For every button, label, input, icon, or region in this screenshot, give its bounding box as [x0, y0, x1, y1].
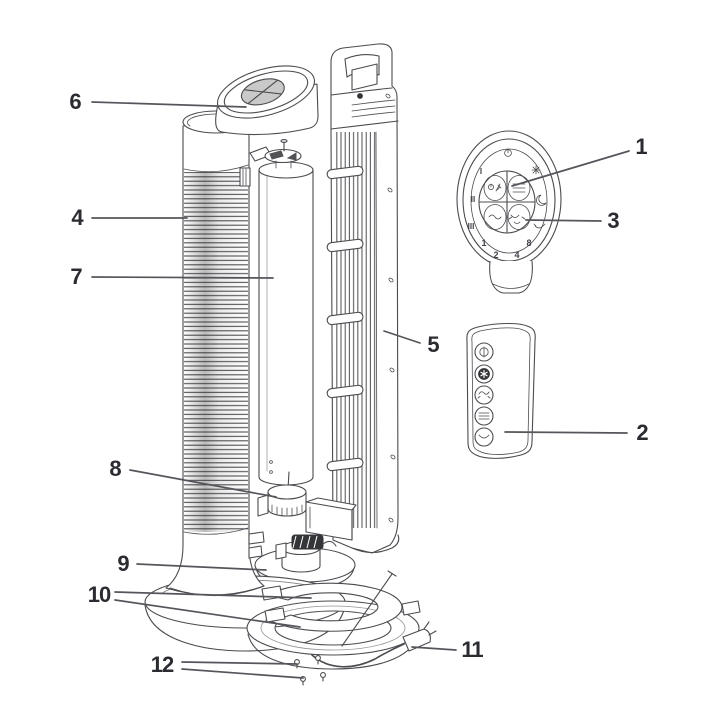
mode-icon: [478, 412, 490, 420]
grill-divider-pegs: [326, 165, 364, 472]
callout-7: 7: [70, 264, 82, 289]
power-speed-icon: [487, 183, 502, 192]
remote-button-timer: [474, 427, 494, 447]
power-cord: [311, 621, 437, 668]
motor-ribs: [271, 504, 303, 516]
callout-8: 8: [109, 456, 121, 481]
callout-10: 10: [87, 582, 112, 607]
motor-assembly: [257, 471, 357, 541]
screw: [315, 655, 321, 665]
latch-detail: [239, 167, 251, 187]
remote-button-power: [474, 342, 494, 362]
control-buttons-cluster: [478, 170, 536, 234]
control-panel-top-view: I II III 1 2 4 8: [456, 130, 562, 294]
remote-button-fan-speed: [474, 364, 494, 384]
leader-lines: [91, 101, 630, 679]
fan-impeller-cylinder: [249, 139, 314, 486]
callout-2: 2: [636, 420, 648, 445]
callout-4: 4: [71, 205, 83, 230]
callout-6: 6: [69, 89, 81, 114]
power-plug: [402, 621, 437, 652]
timer-icon: [478, 434, 490, 439]
timer-number-2: 2: [493, 250, 498, 260]
speed-mark-1: I: [480, 167, 482, 176]
oscillation-icon: [477, 391, 491, 399]
speed-mark-2: II: [471, 195, 475, 204]
oscillation-axle: [341, 573, 393, 647]
remote-button-oscillation: [474, 385, 494, 405]
screw: [320, 672, 326, 682]
impeller-top-bearing: [249, 139, 302, 169]
sun-icon: [531, 165, 541, 175]
callout-12: 12: [150, 652, 175, 677]
callout-9: 9: [117, 551, 129, 576]
power-icon: [479, 346, 489, 358]
timer-number-8: 8: [526, 238, 531, 248]
remote-control: [466, 322, 536, 459]
callout-11: 11: [461, 637, 483, 662]
screws: [294, 655, 326, 686]
callout-3: 3: [607, 208, 619, 233]
breeze-icon: [488, 214, 502, 220]
callout-1: 1: [635, 134, 647, 159]
moon-icon: [536, 194, 547, 206]
remote-button-mode: [474, 406, 494, 426]
front-grill-tower: [165, 110, 265, 597]
callout-5: 5: [427, 332, 439, 357]
power-icon: [504, 148, 512, 157]
speed-mark-3: III: [468, 222, 475, 231]
fan-speed-icon: [478, 368, 490, 380]
gear-motor: [291, 534, 337, 550]
rear-grill-column: [326, 43, 400, 554]
timer-number-4: 4: [514, 250, 519, 260]
oscillation-icon: [508, 214, 526, 224]
timer-number-1: 1: [481, 238, 486, 248]
screw-boss-marks: [385, 93, 396, 523]
top-cap: [215, 65, 319, 136]
swing-mark-icon: [533, 223, 546, 229]
